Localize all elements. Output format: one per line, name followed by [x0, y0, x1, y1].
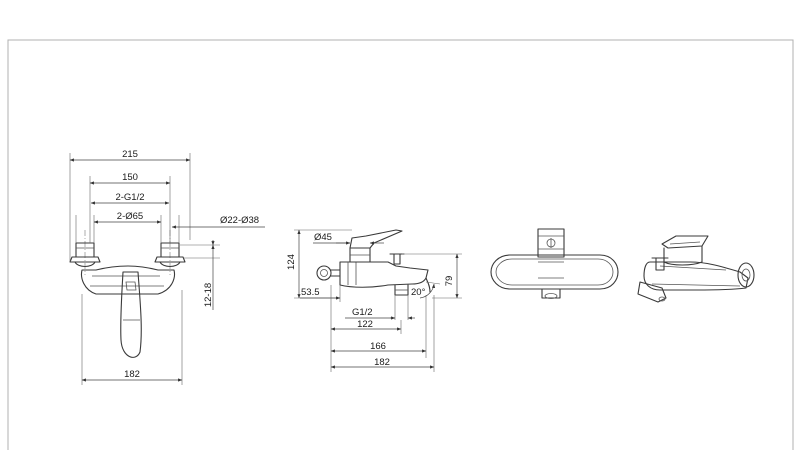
dim-flange-dia: 2-Ø65	[117, 211, 143, 222]
drawing-frame	[7, 39, 794, 450]
dim-inlet-thread: 2-G1/2	[115, 192, 144, 203]
dim-pipe-range: Ø22-Ø38	[220, 215, 259, 226]
dim-spout-angle: 20°	[411, 287, 426, 298]
dim-side-height: 124	[286, 254, 297, 270]
dim-outlet-height: 79	[444, 276, 455, 287]
top-view	[490, 228, 619, 299]
dim-lever-dia: Ø45	[314, 232, 332, 243]
dim-eccentric-adjust: 12-18	[203, 283, 214, 307]
dim-wall-offset: 53.5	[301, 287, 320, 298]
dim-spout-dist: 166	[370, 341, 386, 352]
side-view: 124 Ø45 53.5 G1/2 122 166 182	[286, 229, 462, 372]
dim-inlet-centers: 150	[122, 172, 138, 183]
dim-overall-length: 182	[374, 357, 390, 368]
dim-body-width: 182	[124, 369, 140, 380]
front-view: 215 150 2-G1/2 2-Ø65 Ø22-Ø38 12-18	[69, 149, 265, 385]
isometric-view	[637, 235, 755, 303]
dim-outlet-dist: 122	[357, 319, 373, 330]
dim-outlet-thread: G1/2	[352, 307, 373, 318]
dim-overall-width: 215	[122, 149, 138, 160]
